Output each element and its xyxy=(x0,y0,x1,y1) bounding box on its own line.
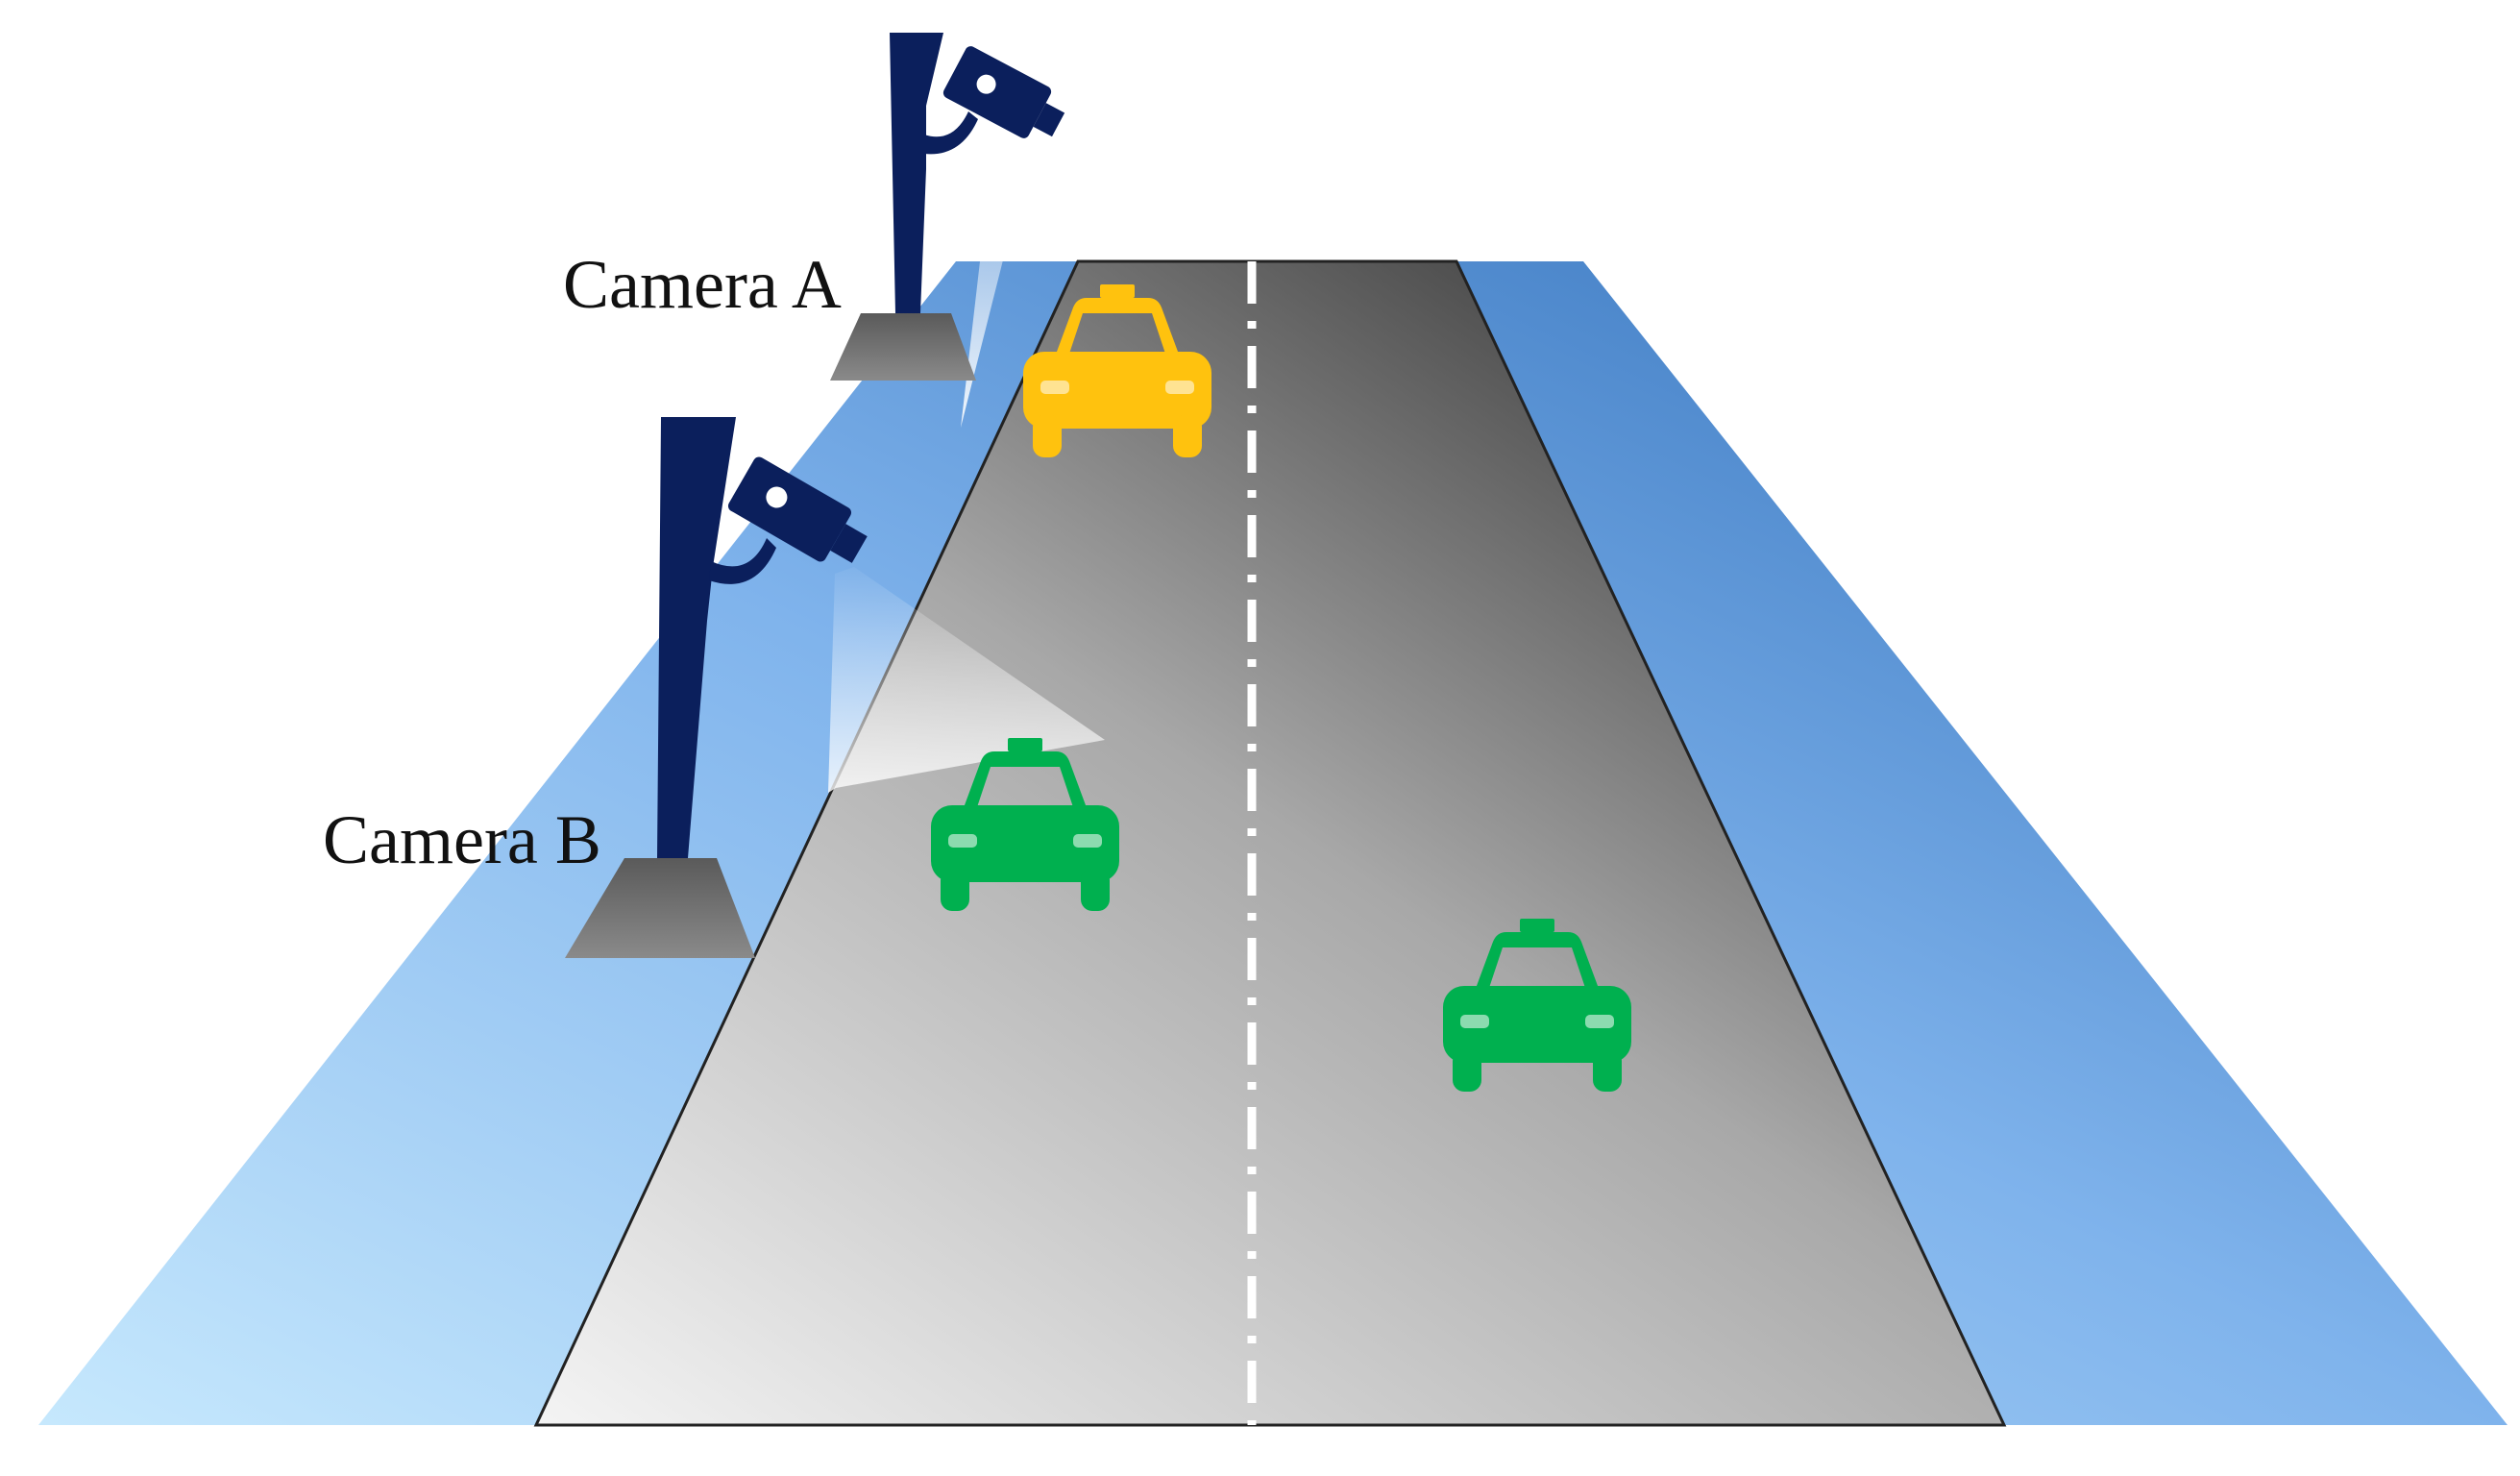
camera-a-arm xyxy=(924,111,978,155)
camera-b-beam xyxy=(828,567,1105,793)
camera-a: Camera A xyxy=(563,33,1065,381)
camera-a-base xyxy=(830,313,976,381)
camera-a-pole xyxy=(890,33,943,313)
camera-b-label: Camera B xyxy=(323,801,601,878)
camera-a-beam xyxy=(961,119,1206,428)
camera-a-label: Camera A xyxy=(563,246,842,323)
camera-b-base xyxy=(565,858,755,958)
camera-b-arm xyxy=(709,538,776,584)
camera-a-head-icon xyxy=(942,46,1065,138)
camera-b: Camera B xyxy=(323,417,868,958)
camera-b-pole xyxy=(657,417,736,858)
camera-b-head-icon xyxy=(727,456,868,563)
road-surface xyxy=(533,259,2007,1427)
